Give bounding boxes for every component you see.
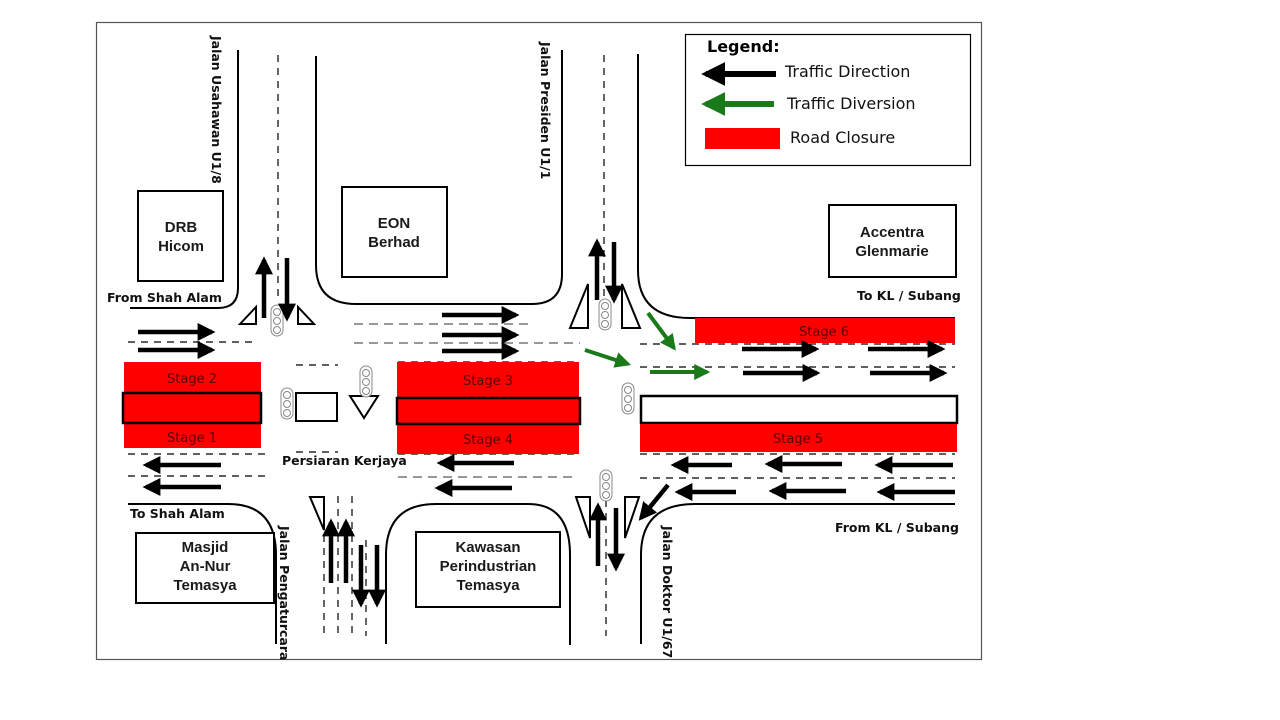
legend: Legend: Traffic Direction Traffic Divers… [684, 33, 972, 167]
building-label: Berhad [368, 234, 420, 251]
direction-to-kl: To KL / Subang [857, 288, 961, 303]
building-label: EON [378, 215, 411, 232]
traffic-light-icon [359, 365, 373, 398]
road-label-kerjaya: Persiaran Kerjaya [282, 453, 407, 468]
building-label: Accentra [860, 224, 925, 241]
road-label-usahawan: Jalan Usahawan U1/8 [209, 35, 224, 184]
road-closures [121, 318, 959, 454]
building-eon-berhad [341, 186, 448, 278]
traffic-light-icon [270, 304, 284, 337]
stage-2-label: Stage 2 [167, 372, 217, 387]
direction-to-shah-alam: To Shah Alam [130, 506, 225, 521]
closure-stage-5 [640, 424, 957, 452]
building-label: Perindustrian [440, 558, 537, 575]
building-accentra-glenmarie [828, 204, 957, 278]
building-label: Glenmarie [855, 243, 928, 260]
traffic-lights [270, 298, 635, 502]
stage-3-label: Stage 3 [463, 374, 513, 389]
building-label: Hicom [158, 238, 204, 255]
median-east [639, 394, 959, 425]
building-masjid-an-nur [135, 532, 275, 604]
building-label: Kawasan [455, 539, 520, 556]
traffic-diversion-arrows [584, 311, 711, 380]
traffic-light-icon [598, 298, 612, 331]
arrow-south-west [638, 483, 670, 521]
building-label: DRB [165, 219, 198, 236]
legend-item-diversion: Traffic Diversion [786, 94, 916, 113]
building-label: An-Nur [180, 558, 231, 575]
closed-median-west [121, 391, 263, 425]
stage-6-label: Stage 6 [799, 325, 849, 340]
lane-markings [128, 55, 955, 636]
diversion-arrow [646, 311, 676, 351]
road-label-presiden: Jalan Presiden U1/1 [538, 41, 553, 179]
legend-item-direction: Traffic Direction [784, 62, 910, 81]
legend-item-closure: Road Closure [790, 128, 895, 147]
legend-title: Legend: [707, 37, 780, 56]
stage-4-label: Stage 4 [463, 433, 513, 448]
traffic-light-icon [280, 387, 294, 420]
direction-from-kl: From KL / Subang [835, 520, 959, 535]
building-drb-hicom [137, 190, 224, 282]
stage-5-label: Stage 5 [773, 432, 823, 447]
closure-stage-6 [695, 318, 955, 343]
road-label-doktor: Jalan Doktor U1/67 [660, 525, 675, 658]
road-names: Jalan Usahawan U1/8 Jalan Presiden U1/1 … [107, 35, 961, 660]
diversion-arrow [584, 348, 632, 368]
traffic-direction-arrows [138, 238, 955, 608]
traffic-light-icon [621, 382, 635, 415]
direction-from-shah-alam: From Shah Alam [107, 290, 222, 305]
stage-labels: Stage 1 Stage 2 Stage 3 Stage 4 Stage 5 … [167, 325, 849, 448]
road-label-pengaturcara: Jalan Pengaturcara [277, 525, 292, 660]
traffic-light-icon [599, 469, 613, 502]
closed-median-centre [395, 396, 582, 426]
building-label: Temasya [173, 577, 237, 594]
building-kawasan-perindustrian [415, 531, 561, 608]
traffic-islands [237, 283, 642, 539]
building-label: Temasya [456, 577, 520, 594]
legend-closure-swatch [705, 128, 780, 149]
stage-1-label: Stage 1 [167, 431, 217, 446]
buildings: DRB Hicom EON Berhad Accentra Glenmarie … [135, 186, 957, 608]
building-label: Masjid [182, 539, 229, 556]
